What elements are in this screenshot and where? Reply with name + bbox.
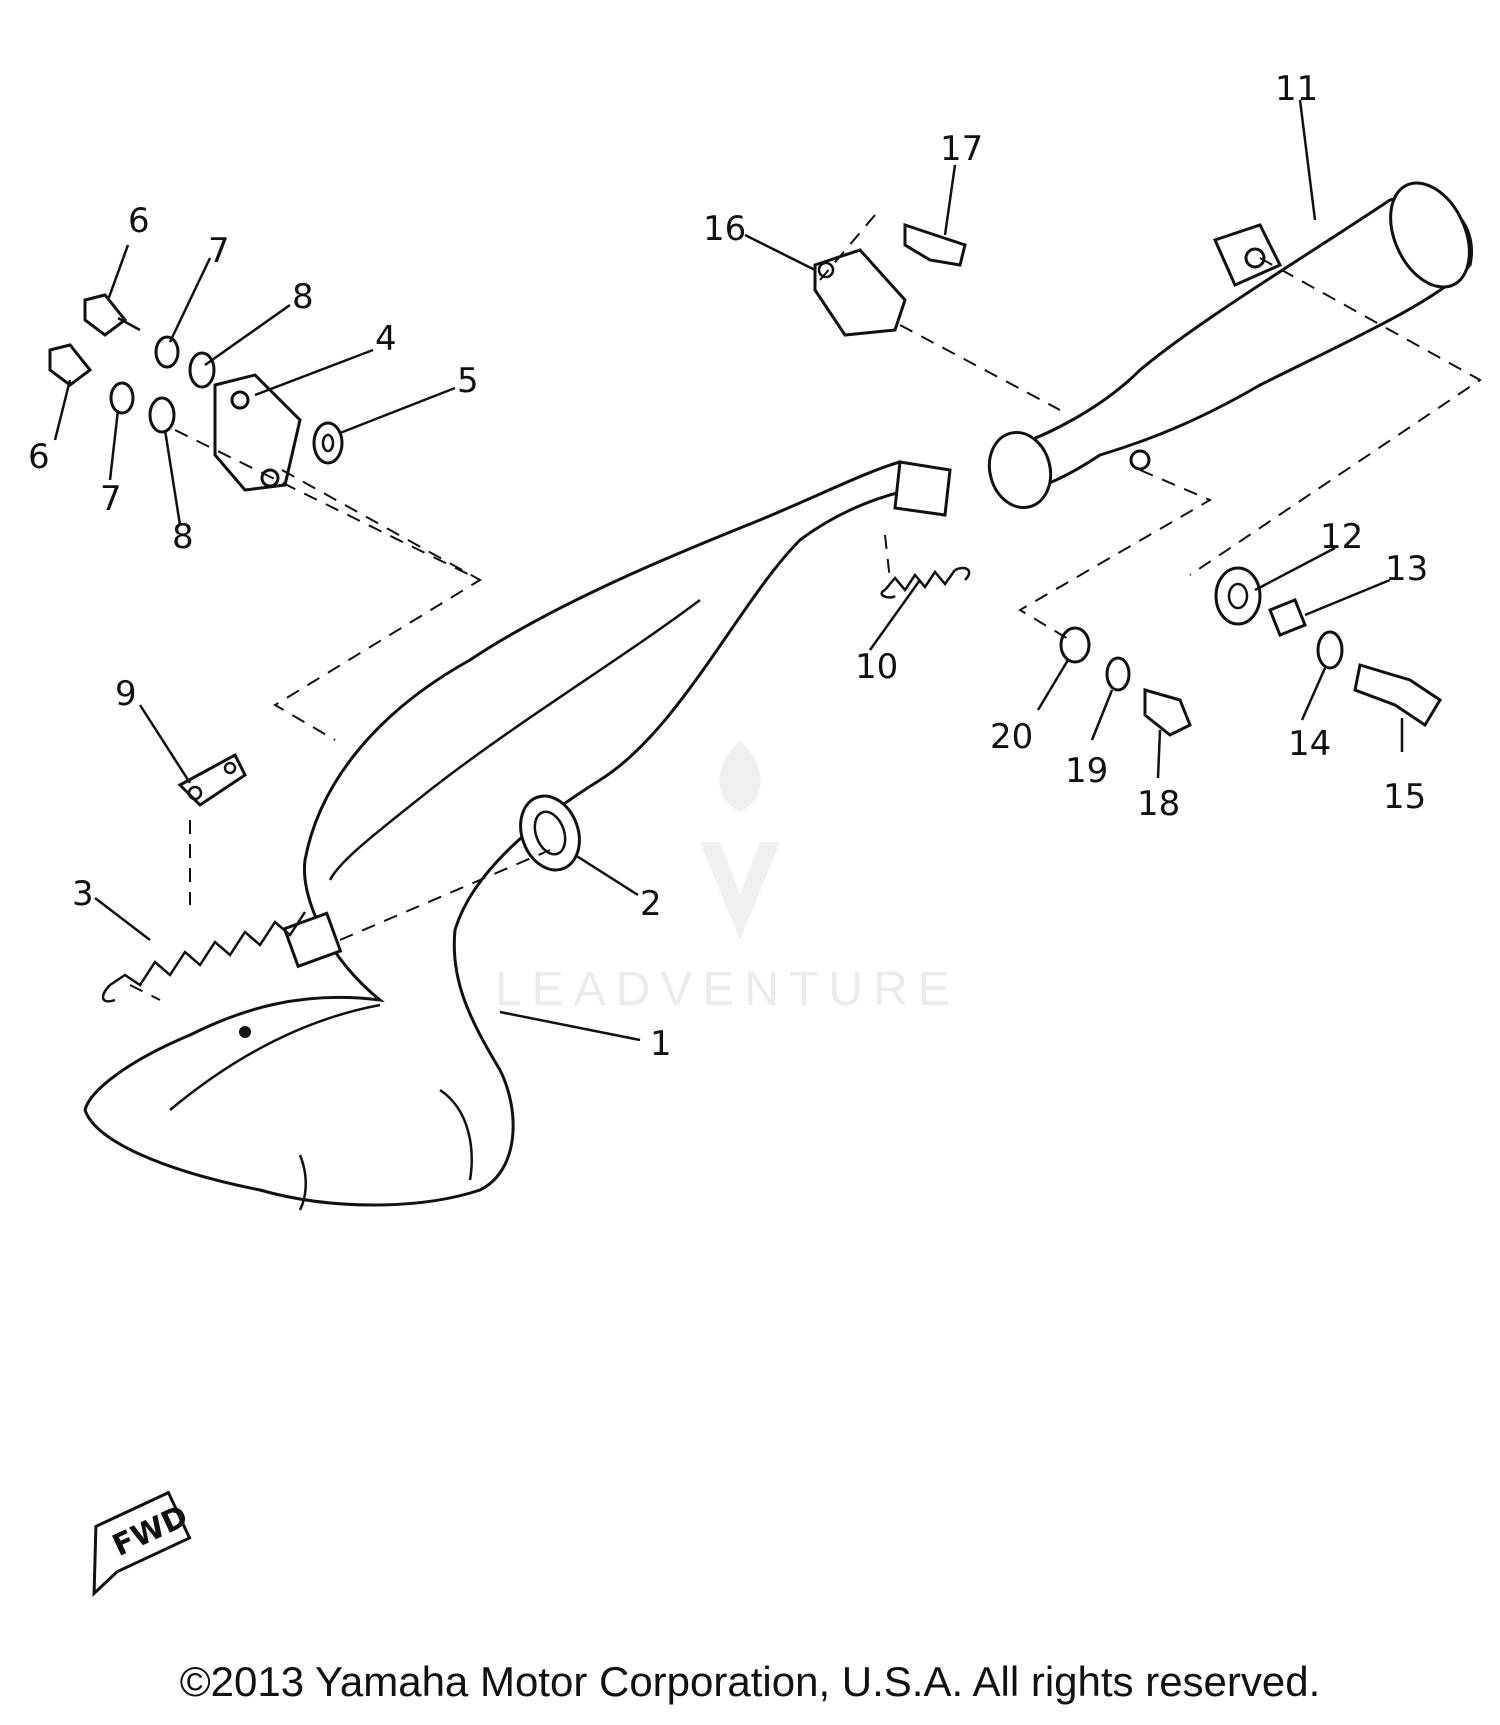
callout-6a: 6 [128, 201, 150, 241]
callout-17: 17 [940, 129, 983, 169]
bolt-part-6b [48, 343, 93, 387]
callout-3: 3 [72, 874, 94, 914]
callout-12: 12 [1320, 517, 1363, 557]
bolt-part-18 [1143, 688, 1192, 737]
watermark-logo: LEADVENTURE [495, 740, 960, 1016]
callout-6b: 6 [28, 437, 50, 477]
callout-13: 13 [1385, 549, 1428, 589]
callout-4: 4 [375, 319, 397, 359]
washer-part-20 [1059, 626, 1091, 664]
nut-part-19 [1105, 656, 1131, 692]
exhaust-pipe-part-1 [83, 460, 952, 1211]
silencer-part-11 [987, 181, 1473, 510]
bolt-part-6a [83, 293, 141, 337]
callout-2: 2 [640, 884, 662, 924]
callout-20: 20 [990, 717, 1033, 757]
callout-10: 10 [855, 647, 898, 687]
bolt-part-15 [1353, 663, 1443, 728]
washer-part-8a [188, 351, 216, 389]
callout-19: 19 [1065, 751, 1108, 791]
callout-1: 1 [650, 1024, 672, 1064]
callout-11: 11 [1275, 69, 1318, 109]
bracket-part-9 [177, 752, 247, 807]
spring-part-10 [880, 566, 971, 599]
watermark-text: LEADVENTURE [495, 963, 960, 1016]
callout-9: 9 [115, 674, 137, 714]
gasket-part-2 [519, 794, 581, 872]
callout-14: 14 [1288, 724, 1331, 764]
flange-part-4 [213, 373, 344, 492]
callout-16: 16 [703, 209, 746, 249]
nut-part-7b [109, 381, 135, 415]
callout-7a: 7 [208, 231, 230, 271]
nut-part-7a [154, 335, 180, 369]
washer-part-14 [1316, 630, 1344, 670]
callout-15: 15 [1383, 777, 1426, 817]
callout-8b: 8 [172, 517, 194, 557]
spring-part-3 [101, 911, 307, 1003]
clamp-part-16 [813, 248, 907, 337]
bolt-part-17 [903, 222, 967, 267]
callout-labels: 1 2 3 4 5 6 6 7 7 8 8 9 10 11 12 13 14 1… [28, 69, 1428, 1064]
callout-8a: 8 [292, 277, 314, 317]
callout-18: 18 [1137, 784, 1180, 824]
collar-part-13 [1268, 598, 1307, 637]
leader-lines [53, 99, 1404, 1042]
callout-7b: 7 [100, 479, 122, 519]
washer-part-8b [148, 396, 176, 434]
copyright-notice: ©2013 Yamaha Motor Corporation, U.S.A. A… [179, 1658, 1321, 1705]
grommet-part-12 [1214, 566, 1262, 626]
callout-5: 5 [457, 361, 479, 401]
assembly-lines [129, 214, 1482, 1001]
fwd-arrow-icon: FWD [92, 1490, 193, 1598]
